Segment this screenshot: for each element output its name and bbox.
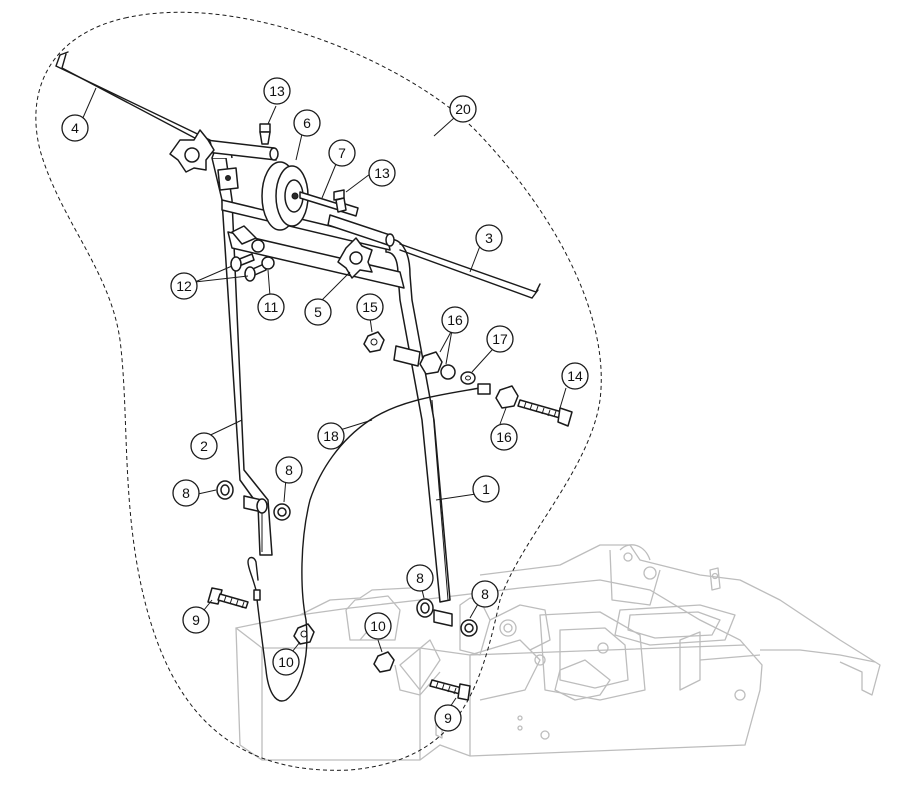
handle-tube-right (385, 238, 451, 603)
callout-12: 12 (170, 272, 198, 300)
callout-12-label: 12 (176, 278, 192, 294)
callout-13-b: 13 (368, 159, 396, 187)
callout-14: 14 (561, 362, 589, 390)
callout-4-label: 4 (71, 120, 79, 136)
callout-13a-label: 13 (269, 83, 285, 99)
callout-10-a: 10 (272, 648, 300, 676)
callout-8-b: 8 (275, 456, 303, 484)
callout-16a-label: 16 (447, 312, 463, 328)
callout-20-label: 20 (455, 101, 471, 117)
pulley (261, 161, 309, 231)
set-screw-upper (259, 123, 271, 145)
bolt-14 (517, 399, 573, 427)
callout-1-label: 1 (482, 481, 490, 497)
callout-10b-label: 10 (370, 618, 386, 634)
callout-18: 18 (317, 422, 345, 450)
washer-17 (460, 371, 476, 385)
bushing-left-left (216, 480, 234, 500)
callout-8-a: 8 (172, 479, 200, 507)
callout-17-label: 17 (492, 331, 508, 347)
callout-11: 11 (257, 293, 285, 321)
callout-2-label: 2 (200, 438, 208, 454)
callout-8-c: 8 (406, 564, 434, 592)
callout-8c-label: 8 (416, 570, 424, 586)
callout-14-label: 14 (567, 368, 583, 384)
callout-11-label: 11 (264, 299, 279, 315)
callout-13-a: 13 (263, 77, 291, 105)
knob-lower (337, 237, 373, 279)
callout-13b-label: 13 (374, 165, 390, 181)
callout-8-d: 8 (471, 580, 499, 608)
callout-3-label: 3 (485, 230, 493, 246)
callout-16b-label: 16 (496, 429, 512, 445)
callout-1: 1 (472, 475, 500, 503)
nut-10-left (293, 623, 315, 645)
callout-6: 6 (293, 109, 321, 137)
callout-5-label: 5 (314, 304, 322, 320)
callout-16-b: 16 (490, 423, 518, 451)
nut-10-right (373, 651, 395, 673)
nut-15 (363, 331, 385, 353)
callout-18-label: 18 (323, 428, 339, 444)
callout-15: 15 (356, 293, 384, 321)
callout-3: 3 (475, 224, 503, 252)
bolt-9-left (207, 587, 249, 609)
callout-8d-label: 8 (481, 586, 489, 602)
callout-8a-label: 8 (182, 485, 190, 501)
bushing-left-right (273, 503, 291, 521)
callout-10-b: 10 (364, 612, 392, 640)
bushings-right (416, 598, 478, 637)
callout-10a-label: 10 (278, 654, 294, 670)
callout-9a-label: 9 (192, 612, 200, 628)
control-rod-4 (55, 51, 211, 147)
bolt-9-right (429, 679, 471, 701)
chassis-ghost (235, 544, 881, 761)
callout-9-b: 9 (434, 704, 462, 732)
bracket-plate (393, 345, 421, 367)
set-screw-lower (333, 189, 347, 213)
callout-6-label: 6 (303, 115, 311, 131)
knob-upper (169, 129, 215, 173)
callout-4: 4 (61, 114, 89, 142)
callout-20: 20 (449, 95, 477, 123)
callout-16-a: 16 (441, 306, 469, 334)
control-rod-3 (399, 243, 541, 299)
callout-15-label: 15 (362, 299, 378, 315)
nuts-16-upper (419, 351, 456, 380)
pivot-left (243, 495, 268, 514)
callout-2: 2 (190, 432, 218, 460)
callout-9b-label: 9 (444, 710, 452, 726)
callout-17: 17 (486, 325, 514, 353)
assembly-boundary (35, 11, 602, 771)
brake-cable (247, 383, 491, 702)
nut-16-lower (495, 385, 519, 409)
callout-8b-label: 8 (285, 462, 293, 478)
callout-9-a: 9 (182, 606, 210, 634)
pulley-shaft (299, 191, 359, 217)
callout-7-label: 7 (338, 145, 346, 161)
callout-7: 7 (328, 139, 356, 167)
callout-5: 5 (304, 298, 332, 326)
